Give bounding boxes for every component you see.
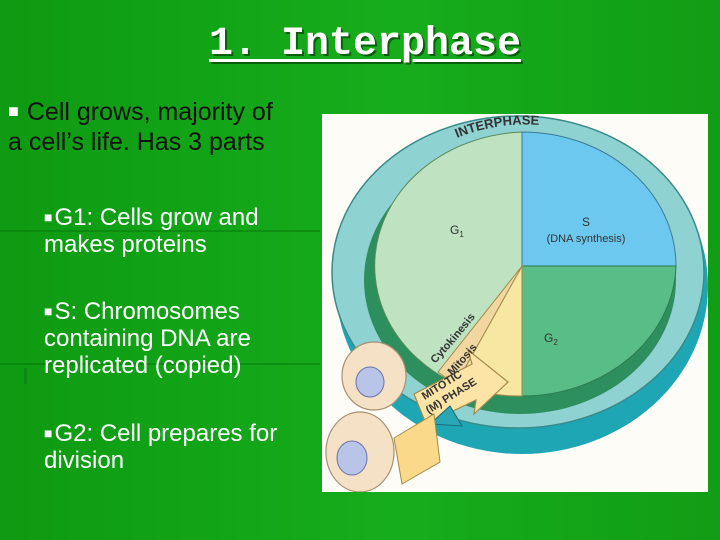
cell-cycle-diagram: INTERPHASE G1 S (DNA synthesis) G2 Cytok…: [322, 114, 708, 492]
dividing-cells: [325, 341, 441, 492]
square-bullet-icon: ■: [8, 101, 19, 121]
sub-bullet-g2: ■G2: Cell prepares for division: [44, 420, 278, 474]
sub-bullet-s: ■S: Chromosomes containing DNA are repli…: [44, 298, 251, 379]
cell-cycle-svg: INTERPHASE G1 S (DNA synthesis) G2 Cytok…: [325, 114, 708, 492]
main-bullet-line-1: ■Cell grows, majority of: [8, 98, 273, 126]
square-bullet-icon: ■: [44, 209, 53, 225]
s-wedge: [521, 131, 677, 267]
square-bullet-icon: ■: [44, 303, 53, 319]
s-desc-label: (DNA synthesis): [547, 233, 626, 245]
ring-arrowhead: [428, 405, 463, 427]
decor-line: [0, 230, 320, 232]
main-bullet-line-2: a cell’s life. Has 3 parts: [8, 128, 265, 156]
s-label: S: [582, 215, 590, 229]
decor-tick: [24, 368, 27, 384]
main-bullet: ■Cell grows, majority of a cell’s life. …: [8, 96, 273, 157]
g2-wedge: [521, 265, 677, 397]
g2-label: G2: [544, 331, 558, 347]
arrow-tail: [393, 413, 441, 485]
g1-label: G1: [450, 223, 464, 239]
slide-title: 1. Interphase: [208, 22, 522, 67]
sub-bullet-g1: ■G1: Cells grow and makes proteins: [44, 204, 259, 258]
decor-line: [0, 363, 320, 365]
square-bullet-icon: ■: [44, 425, 53, 441]
